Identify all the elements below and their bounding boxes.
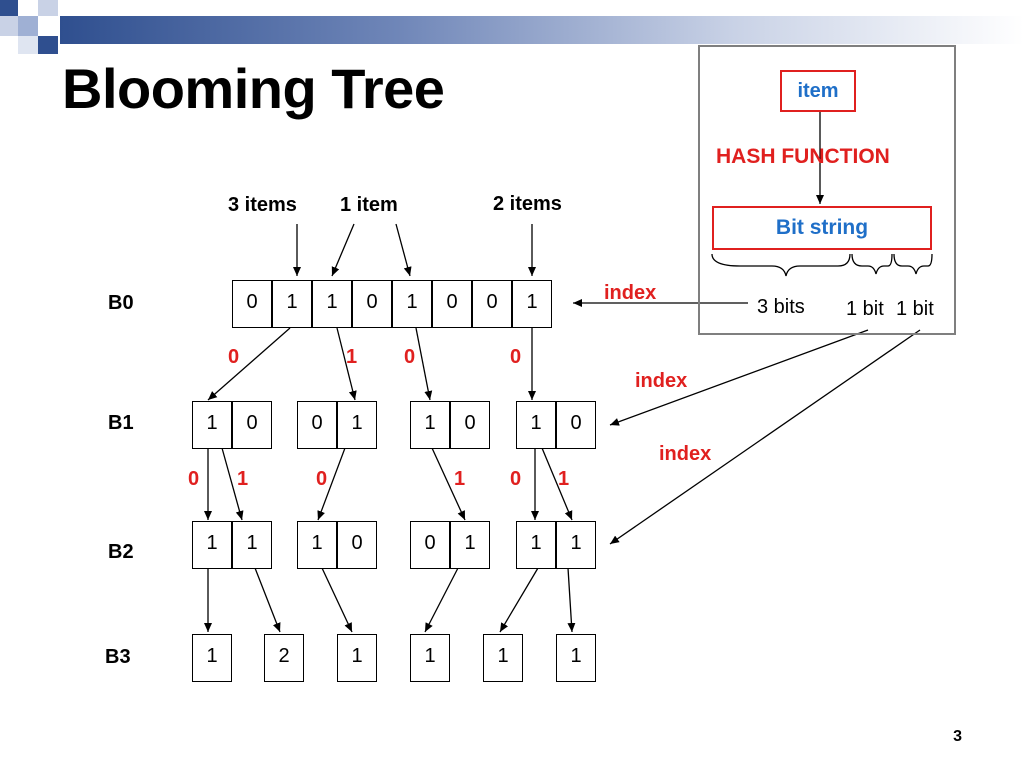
branch-label: 0 bbox=[404, 346, 416, 368]
branch-label: 1 bbox=[454, 468, 466, 490]
branch-label: 0 bbox=[510, 468, 522, 490]
arrow-b1-b2-3 bbox=[431, 447, 466, 521]
arrow-b2-b3-1 bbox=[254, 567, 281, 633]
b2-cell: 1 bbox=[516, 521, 556, 569]
level-label-b1: B1 bbox=[108, 412, 134, 434]
arrow-index-b2 bbox=[609, 329, 921, 545]
brace-1-bit-b bbox=[893, 253, 933, 275]
b3-cell: 1 bbox=[556, 634, 596, 682]
brace-1-bit-a bbox=[851, 253, 893, 275]
arrow-b2-b3-4 bbox=[499, 567, 539, 633]
arrow-b0-b1-1 bbox=[336, 327, 357, 401]
item-label-3-items: 3 items bbox=[228, 194, 297, 216]
b2-cell: 1 bbox=[192, 521, 232, 569]
level-label-b3: B3 bbox=[105, 646, 131, 668]
decorative-square bbox=[38, 36, 58, 54]
b3-cell: 1 bbox=[483, 634, 523, 682]
b0-cell: 0 bbox=[472, 280, 512, 328]
brace-3-bits bbox=[711, 253, 851, 277]
segment-1-bit-label: 1 bit bbox=[896, 298, 934, 320]
hash-function-panel bbox=[698, 45, 956, 335]
b0-cell: 1 bbox=[512, 280, 552, 328]
level-label-b0: B0 bbox=[108, 292, 134, 314]
b1-cell: 1 bbox=[192, 401, 232, 449]
b0-cell: 1 bbox=[312, 280, 352, 328]
b2-cell: 1 bbox=[232, 521, 272, 569]
branch-label: 1 bbox=[346, 346, 358, 368]
segment-3-bits-label: 3 bits bbox=[757, 296, 805, 318]
segment-1-bit-label: 1 bit bbox=[846, 298, 884, 320]
b0-cell: 1 bbox=[392, 280, 432, 328]
index-label-b2: index bbox=[659, 443, 712, 465]
b2-cell: 0 bbox=[337, 521, 377, 569]
branch-label: 0 bbox=[510, 346, 522, 368]
b2-cell: 1 bbox=[297, 521, 337, 569]
level-label-b2: B2 bbox=[108, 541, 134, 563]
b0-cell: 0 bbox=[352, 280, 392, 328]
bit-string-box: Bit string bbox=[712, 206, 932, 250]
header-gradient-bar bbox=[60, 16, 1024, 44]
arrow-b0-b1-0 bbox=[207, 327, 291, 401]
arrow-b2-b3-3 bbox=[424, 567, 459, 633]
b2-cell: 0 bbox=[410, 521, 450, 569]
hash-function-label: HASH FUNCTION bbox=[716, 145, 890, 168]
item-label-1-item: 1 item bbox=[340, 194, 398, 216]
b3-cell: 1 bbox=[192, 634, 232, 682]
arrow-b1-b2-5 bbox=[541, 447, 573, 521]
page-number: 3 bbox=[953, 728, 962, 745]
b3-cell: 1 bbox=[337, 634, 377, 682]
index-label-b0: index bbox=[604, 282, 657, 304]
decorative-square bbox=[18, 36, 38, 54]
b0-cell: 0 bbox=[432, 280, 472, 328]
arrow-b1-b2-2 bbox=[317, 447, 346, 521]
b2-cell: 1 bbox=[450, 521, 490, 569]
b1-cell: 0 bbox=[297, 401, 337, 449]
b1-cell: 1 bbox=[337, 401, 377, 449]
index-label-b1: index bbox=[635, 370, 688, 392]
branch-label: 0 bbox=[228, 346, 240, 368]
arrow-1-item-a bbox=[331, 223, 355, 277]
b1-cell: 0 bbox=[556, 401, 596, 449]
b2-cell: 1 bbox=[556, 521, 596, 569]
branch-label: 0 bbox=[188, 468, 200, 490]
decorative-square bbox=[18, 16, 38, 36]
b1-cell: 0 bbox=[232, 401, 272, 449]
branch-label: 1 bbox=[558, 468, 570, 490]
b3-cell: 2 bbox=[264, 634, 304, 682]
decorative-square bbox=[0, 16, 18, 36]
arrow-b2-b3-2 bbox=[321, 567, 353, 633]
b1-cell: 1 bbox=[516, 401, 556, 449]
arrow-b1-b2-1 bbox=[221, 447, 244, 521]
decorative-square bbox=[38, 0, 58, 16]
branch-label: 0 bbox=[316, 468, 328, 490]
b3-cell: 1 bbox=[410, 634, 450, 682]
branch-label: 1 bbox=[237, 468, 249, 490]
b1-cell: 0 bbox=[450, 401, 490, 449]
b1-cell: 1 bbox=[410, 401, 450, 449]
b0-cell: 1 bbox=[272, 280, 312, 328]
arrow-index-b1 bbox=[609, 329, 869, 426]
arrow-1-item-b bbox=[395, 223, 412, 277]
b0-cell: 0 bbox=[232, 280, 272, 328]
arrow-b0-b1-2 bbox=[415, 327, 433, 401]
item-box: item bbox=[780, 70, 856, 112]
arrow-b2-b3-5 bbox=[567, 567, 576, 633]
page-title: Blooming Tree bbox=[62, 57, 445, 120]
item-label-2-items: 2 items bbox=[493, 193, 562, 215]
decorative-square bbox=[0, 0, 18, 16]
